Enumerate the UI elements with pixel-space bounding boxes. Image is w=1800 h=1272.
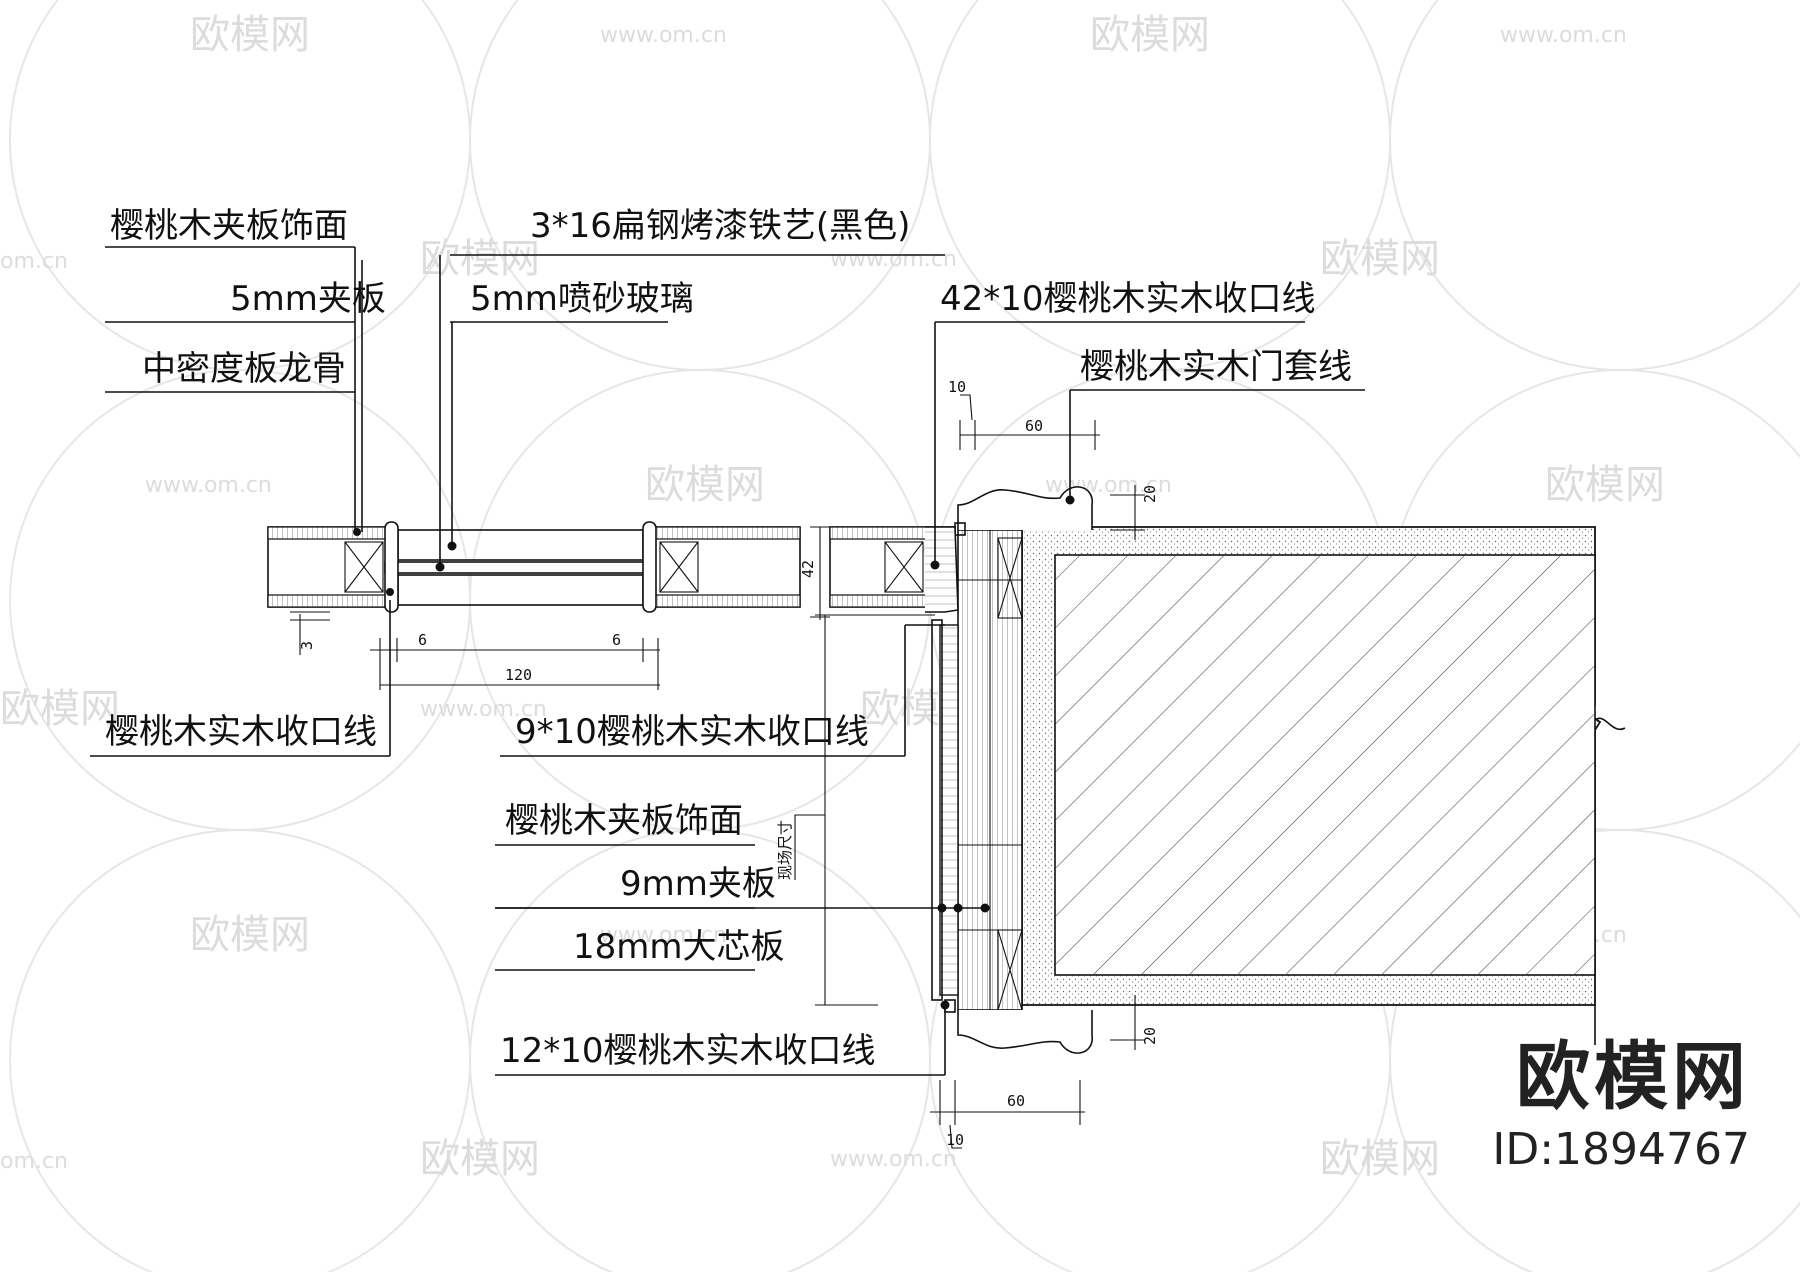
label-42x10-cherry-trim: 42*10樱桃木实木收口线 bbox=[940, 279, 1316, 319]
watermark-url: www.om.cn bbox=[145, 473, 272, 498]
watermark-url: www.om.cn bbox=[1500, 23, 1627, 48]
watermark-brand: 欧模网 bbox=[1090, 12, 1210, 58]
label-flat-steel-iron: 3*16扁钢烤漆铁艺(黑色) bbox=[530, 206, 910, 246]
dimension-42: 42 bbox=[799, 560, 817, 578]
dimension-60-bottom: 60 bbox=[1007, 1092, 1025, 1110]
model-id: ID:1894767 bbox=[1492, 1124, 1750, 1176]
brand-block: 欧模网 ID:1894767 bbox=[1492, 1040, 1750, 1177]
dimension-20-top: 20 bbox=[1141, 485, 1159, 503]
panel-section bbox=[267, 521, 959, 613]
dimension-6-left: 6 bbox=[418, 631, 427, 649]
dimension-60-top: 60 bbox=[1025, 417, 1043, 435]
watermark-brand: 欧模网 bbox=[645, 462, 765, 508]
label-5mm-frosted-glass: 5mm喷砂玻璃 bbox=[470, 279, 694, 319]
dimension-120: 120 bbox=[505, 666, 532, 684]
label-cherry-veneer-finish-2: 樱桃木夹板饰面 bbox=[505, 801, 743, 841]
watermark-brand: 欧模网 bbox=[190, 12, 310, 58]
door-jamb bbox=[931, 486, 1093, 1054]
dimension-10-top: 10 bbox=[948, 378, 966, 396]
label-5mm-plywood: 5mm夹板 bbox=[230, 279, 386, 319]
watermark-url: om.cn bbox=[0, 249, 68, 274]
dimension-20-bottom: 20 bbox=[1141, 1027, 1159, 1045]
watermark-brand: 欧模网 bbox=[1320, 1136, 1440, 1182]
label-cherry-trim: 樱桃木实木收口线 bbox=[105, 712, 377, 752]
watermark-url: www.om.cn bbox=[420, 697, 547, 722]
watermark-url: www.om.cn bbox=[600, 923, 727, 948]
label-9mm-plywood: 9mm夹板 bbox=[620, 864, 776, 904]
watermark-brand: 欧模网 bbox=[1545, 462, 1665, 508]
watermark-url: www.om.cn bbox=[830, 1147, 957, 1172]
brand-logo-text: 欧模网 bbox=[1516, 1034, 1750, 1121]
annotations: 樱桃木夹板饰面 5mm夹板 中密度板龙骨 3*16扁钢烤漆铁艺(黑色) 5mm喷… bbox=[105, 206, 1352, 1071]
watermark-brand: 欧模网 bbox=[420, 236, 540, 282]
label-cherry-door-casing: 樱桃木实木门套线 bbox=[1080, 347, 1352, 387]
dimension-site-size: 现场尺寸 bbox=[776, 820, 794, 880]
dimension-6-right: 6 bbox=[612, 631, 621, 649]
label-cherry-veneer-finish: 樱桃木夹板饰面 bbox=[110, 206, 348, 246]
dimension-lines: 10 60 20 42 3 6 6 120 现场尺寸 20 bbox=[290, 378, 1159, 1149]
watermark-url: www.om.cn bbox=[600, 23, 727, 48]
dimension-10-bottom: 10 bbox=[946, 1131, 964, 1149]
concrete-wall bbox=[1021, 526, 1626, 1045]
watermark-url: om.cn bbox=[0, 1149, 68, 1174]
watermark-brand: 欧模网 bbox=[0, 686, 120, 732]
watermark-brand: 欧模网 bbox=[190, 912, 310, 958]
label-mdf-keel: 中密度板龙骨 bbox=[142, 349, 346, 389]
leader-lines bbox=[90, 246, 1365, 1076]
watermark-url: www.om.cn bbox=[830, 247, 957, 272]
watermark-brand: 欧模网 bbox=[420, 1136, 540, 1182]
label-12x10-cherry-trim: 12*10樱桃木实木收口线 bbox=[500, 1031, 876, 1071]
watermark-brand: 欧模网 bbox=[1320, 236, 1440, 282]
label-9x10-cherry-trim: 9*10樱桃木实木收口线 bbox=[515, 712, 869, 752]
label-18mm-blockboard: 18mm大芯板 bbox=[573, 927, 785, 967]
dimension-3: 3 bbox=[298, 641, 316, 650]
